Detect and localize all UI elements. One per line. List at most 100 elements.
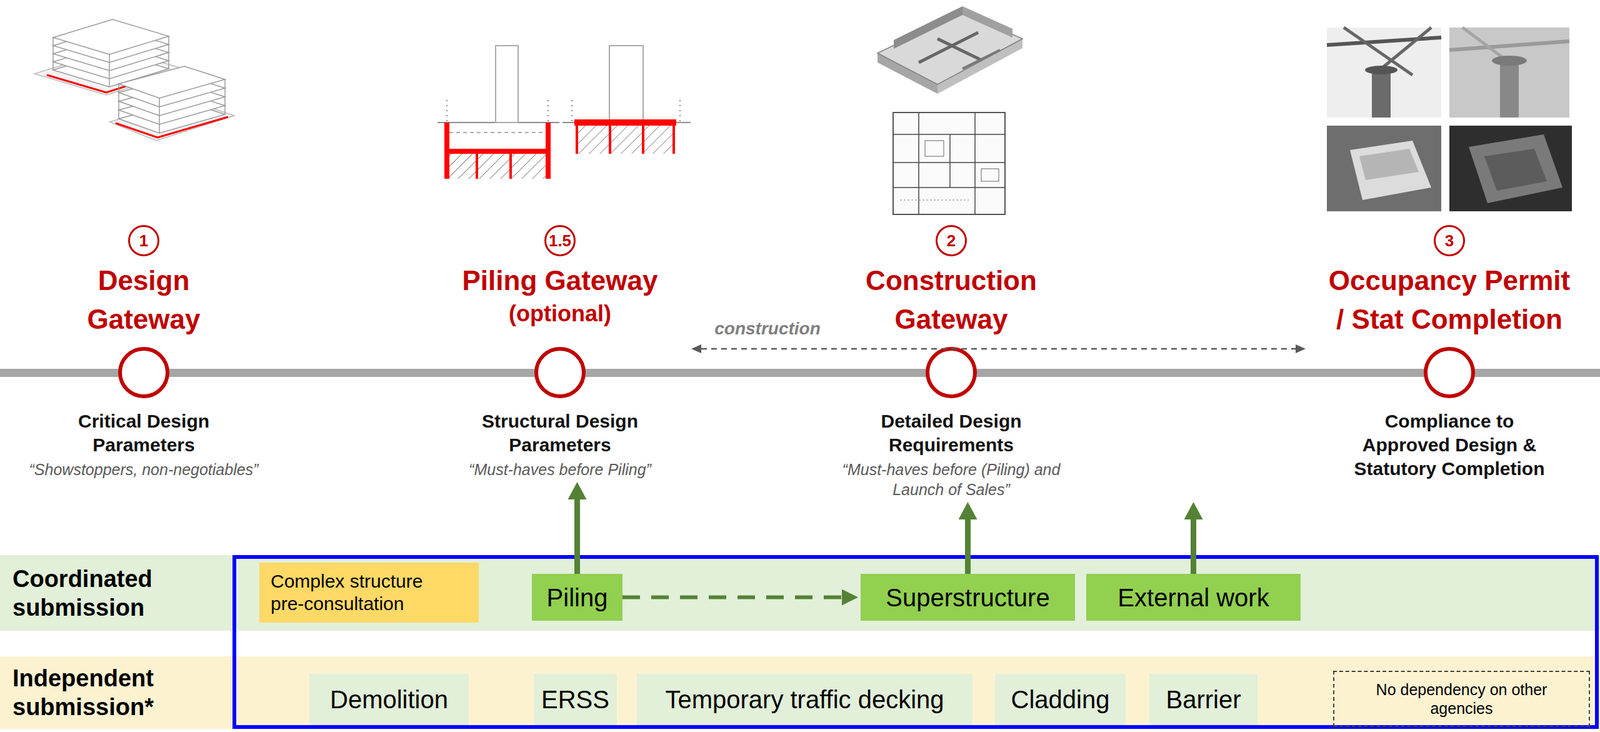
box-label: Barrier — [1165, 684, 1241, 715]
foundation-illustration — [679, 100, 681, 123]
callout-number: 1.5 — [544, 225, 576, 257]
site-photos — [1449, 27, 1570, 118]
massing-illustration — [108, 54, 110, 87]
connector-arrow — [965, 519, 971, 574]
floor-model-illustration — [981, 168, 999, 182]
gateway-spacer — [12, 343, 275, 410]
foundation-illustration — [574, 119, 677, 126]
gateway-body: Structural Design Parameters“Must-haves … — [428, 409, 692, 480]
band-fill — [0, 555, 1600, 631]
gateway-spacer — [820, 343, 1083, 410]
gateway-body: Compliance to Approved Design & Statutor… — [1305, 409, 1594, 481]
process-box: ERSS — [533, 673, 617, 725]
massing-illustration — [224, 79, 226, 115]
massing-illustration — [52, 37, 54, 70]
foundation-illustration — [575, 122, 579, 154]
massing-illustration — [53, 19, 169, 55]
site-photos — [1359, 148, 1419, 180]
floor-model-illustration — [893, 6, 963, 49]
gateway-heading: 1.5Piling Gateway(optional) — [428, 225, 692, 344]
box-label: Temporary traffic decking — [665, 684, 944, 715]
foundation-illustration — [571, 100, 573, 123]
floor-model-illustration — [893, 112, 1005, 215]
site-photos — [1350, 140, 1432, 200]
connector-arrow — [1190, 519, 1197, 574]
foundation-illustration — [672, 122, 675, 154]
callout-number: 2 — [935, 225, 967, 257]
site-photos — [1365, 65, 1398, 75]
floor-model-illustration — [962, 50, 1000, 69]
gateway-milestone: 1Design GatewayCritical Design Parameter… — [12, 225, 275, 480]
floor-model-illustration — [962, 6, 1013, 38]
note-box: No dependency on other agencies — [1333, 670, 1590, 727]
box-label: External work — [1117, 582, 1269, 613]
gateway-note: “Showstoppers, non-negotiables” — [29, 459, 259, 480]
gateway-heading: 1Design Gateway — [12, 225, 275, 344]
gateway-text: Structural Design Parameters — [466, 409, 654, 457]
site-photos — [1468, 134, 1563, 204]
gateway-heading: 3Occupancy Permit / Stat Completion — [1305, 225, 1594, 344]
floor-model-illustration — [949, 134, 951, 188]
massing-illustration — [118, 66, 225, 99]
milestone-circle — [1425, 348, 1474, 397]
site-photos — [1484, 148, 1547, 191]
connector-arrow — [701, 348, 1296, 350]
box-label: No dependency on other agencies — [1358, 680, 1565, 718]
massing-illustration — [34, 19, 235, 141]
gateway-milestone: 1.5Piling Gateway(optional)Structural De… — [428, 225, 692, 480]
submission-band: Complex structure pre-consultation Piling… — [0, 555, 1600, 631]
foundation-illustration — [449, 131, 546, 134]
group-outline — [234, 556, 1597, 727]
milestone-circle — [120, 348, 168, 397]
connector-label: construction — [710, 318, 825, 340]
foundation-illustration — [609, 45, 644, 121]
process-box: External work — [1086, 573, 1301, 621]
process-box: Cladding — [995, 673, 1126, 725]
floor-model-illustration — [937, 38, 982, 60]
massing-illustration — [118, 83, 120, 119]
site-photos — [1449, 125, 1572, 212]
site-photos — [1326, 125, 1442, 212]
floor-model-illustration — [974, 112, 976, 215]
site-photos — [1500, 59, 1519, 118]
site-photos — [1326, 37, 1442, 45]
milestone-circle — [536, 348, 584, 397]
gateway-text: Compliance to Approved Design & Statutor… — [1343, 409, 1556, 481]
gateway-heading: 2Construction Gateway — [820, 225, 1083, 344]
box-label: Piling — [546, 582, 609, 613]
foundation-illustration — [576, 125, 674, 154]
gateway-note: “Must-haves before (Piling) and Launch o… — [829, 459, 1074, 500]
gateway-body: Detailed Design Requirements“Must-haves … — [820, 409, 1083, 500]
callout-number: 3 — [1433, 225, 1465, 257]
foundation-illustration — [547, 100, 549, 123]
box-label: Cladding — [1011, 684, 1110, 715]
floor-model-illustration — [925, 140, 944, 157]
process-box: Superstructure — [860, 573, 1075, 621]
milestone-circle — [120, 348, 1474, 397]
band-label: Independent submission* — [12, 663, 219, 722]
site-photos — [1326, 27, 1572, 212]
gateway-spacer — [428, 343, 692, 410]
gateway-note: “Must-haves before Piling” — [468, 459, 652, 480]
floor-model-illustration — [900, 200, 969, 201]
foundation-illustration — [475, 151, 479, 179]
floor-model-illustration — [893, 186, 1005, 189]
floor-model-illustration — [918, 112, 920, 215]
foundation-illustration — [446, 153, 549, 179]
gateway-spacer — [1305, 343, 1594, 410]
floor-model-illustration — [877, 6, 1023, 215]
connector-arrow — [574, 499, 580, 574]
box-label: Superstructure — [885, 582, 1050, 613]
process-box: Barrier — [1149, 673, 1258, 725]
foundation-illustration — [509, 151, 512, 179]
gateway-text: Critical Design Parameters — [56, 409, 232, 457]
box-label: ERSS — [541, 684, 610, 715]
gateway-text: Detailed Design Requirements — [857, 409, 1045, 457]
process-box: Temporary traffic decking — [636, 673, 973, 725]
gateway-title: Piling Gateway — [435, 261, 685, 300]
floor-model-illustration — [893, 133, 1005, 135]
foundation-illustration — [641, 122, 645, 154]
consultation-box: Complex structure pre-consultation — [259, 562, 479, 623]
